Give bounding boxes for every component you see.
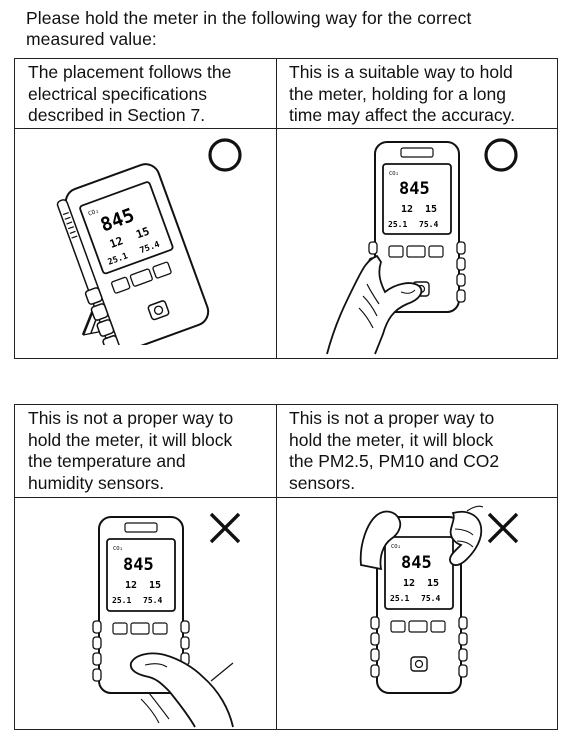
- caption-line: This is not a proper way to: [28, 408, 234, 428]
- bottom-table-caption-divider: [15, 497, 557, 498]
- svg-text:12: 12: [403, 578, 415, 589]
- bottom-right-caption: This is not a proper way to hold the met…: [289, 408, 557, 494]
- top-table: The placement follows the electrical spe…: [14, 58, 558, 359]
- svg-text:25.1: 25.1: [390, 594, 409, 603]
- meter-on-stand-illustration: CO₂ 845 12 15 25.1 75.4: [55, 145, 255, 345]
- caption-line: This is not a proper way to: [289, 408, 495, 428]
- svg-text:12: 12: [125, 580, 137, 591]
- svg-text:15: 15: [427, 578, 439, 589]
- svg-text:75.4: 75.4: [143, 596, 162, 605]
- svg-text:845: 845: [123, 555, 154, 575]
- caption-line: described in Section 7.: [28, 105, 206, 125]
- co2-label: CO₂: [87, 207, 100, 217]
- svg-text:25.1: 25.1: [388, 220, 407, 229]
- circle-mark: [208, 138, 242, 172]
- svg-text:15: 15: [149, 580, 161, 591]
- intro-line-2: measured value:: [26, 29, 157, 49]
- svg-text:CO₂: CO₂: [113, 546, 123, 552]
- caption-line: the meter, holding for a long: [289, 83, 506, 104]
- caption-line: electrical specifications: [28, 83, 207, 104]
- caption-line: This is a suitable way to hold: [289, 62, 513, 82]
- meter-top-blocked-illustration: CO₂ 845 12 15 25.1 75.4: [343, 505, 503, 727]
- bottom-left-caption: This is not a proper way to hold the met…: [28, 408, 273, 494]
- top-left-caption: The placement follows the electrical spe…: [28, 62, 273, 127]
- svg-text:CO₂: CO₂: [391, 544, 401, 550]
- top-table-caption-divider: [15, 128, 557, 129]
- meter-bottom-blocked-illustration: CO₂ 845 12 15 25.1 75.4: [83, 513, 273, 729]
- circle-mark: [484, 138, 518, 172]
- bottom-table: This is not a proper way to hold the met…: [14, 404, 558, 730]
- svg-text:CO₂: CO₂: [389, 171, 399, 177]
- svg-text:845: 845: [401, 553, 432, 573]
- svg-text:75.4: 75.4: [419, 220, 438, 229]
- svg-text:25.1: 25.1: [112, 596, 131, 605]
- intro-text: Please hold the meter in the following w…: [26, 8, 566, 50]
- bottom-table-column-divider: [276, 405, 277, 729]
- caption-line: The placement follows the: [28, 62, 232, 82]
- caption-line: humidity sensors.: [28, 472, 165, 493]
- pm10-value: 15: [134, 225, 151, 242]
- svg-text:845: 845: [399, 179, 430, 199]
- cross-mark: [209, 512, 241, 544]
- caption-line: sensors.: [289, 472, 356, 493]
- caption-line: hold the meter, it will block: [289, 429, 494, 450]
- svg-text:75.4: 75.4: [421, 594, 440, 603]
- caption-line: hold the meter, it will block: [28, 429, 233, 450]
- cross-mark: [487, 512, 519, 544]
- caption-line: the temperature and: [28, 451, 186, 471]
- svg-text:12: 12: [401, 204, 413, 215]
- pm25-value: 12: [108, 234, 125, 251]
- svg-text:15: 15: [425, 204, 437, 215]
- top-right-caption: This is a suitable way to hold the meter…: [289, 62, 557, 127]
- caption-line: the PM2.5, PM10 and CO2: [289, 451, 500, 471]
- top-table-column-divider: [276, 59, 277, 358]
- caption-line: time may affect the accuracy.: [289, 105, 515, 125]
- intro-line-1: Please hold the meter in the following w…: [26, 8, 472, 28]
- meter-held-correctly-illustration: CO₂ 845 12 15 25.1 75.4: [315, 134, 485, 359]
